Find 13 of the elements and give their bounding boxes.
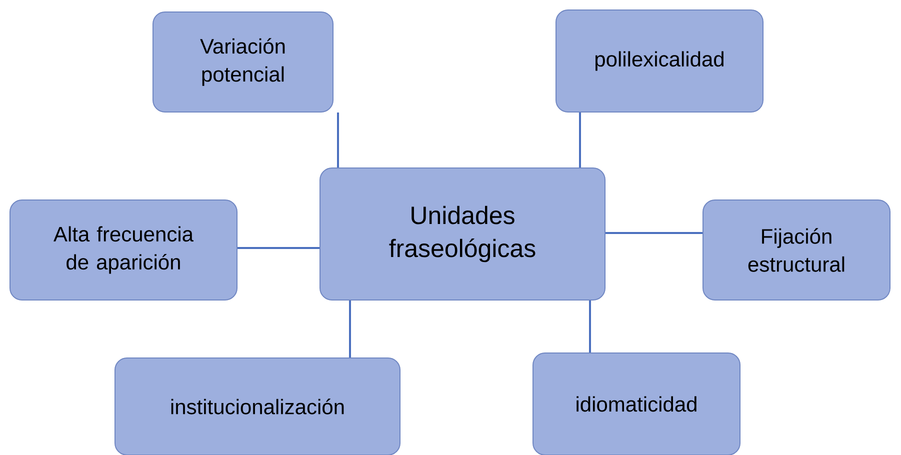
concept-box: Unidades fraseológicas [320, 168, 606, 300]
connector-line [589, 300, 591, 352]
connector-line [349, 300, 351, 358]
concept-box: Variación potencial [152, 12, 334, 112]
connector-line [579, 112, 581, 168]
connector-line [337, 112, 339, 168]
concept-box: idiomaticidad [532, 352, 741, 455]
connector-line [238, 247, 320, 249]
concept-box: polilexicalidad [556, 10, 764, 112]
connector-line [606, 232, 702, 234]
concept-box: Alta frecuencia de aparición [10, 200, 238, 300]
concept-box: institucionalización [114, 358, 400, 455]
concept-box: Fijación estructural [702, 200, 891, 300]
